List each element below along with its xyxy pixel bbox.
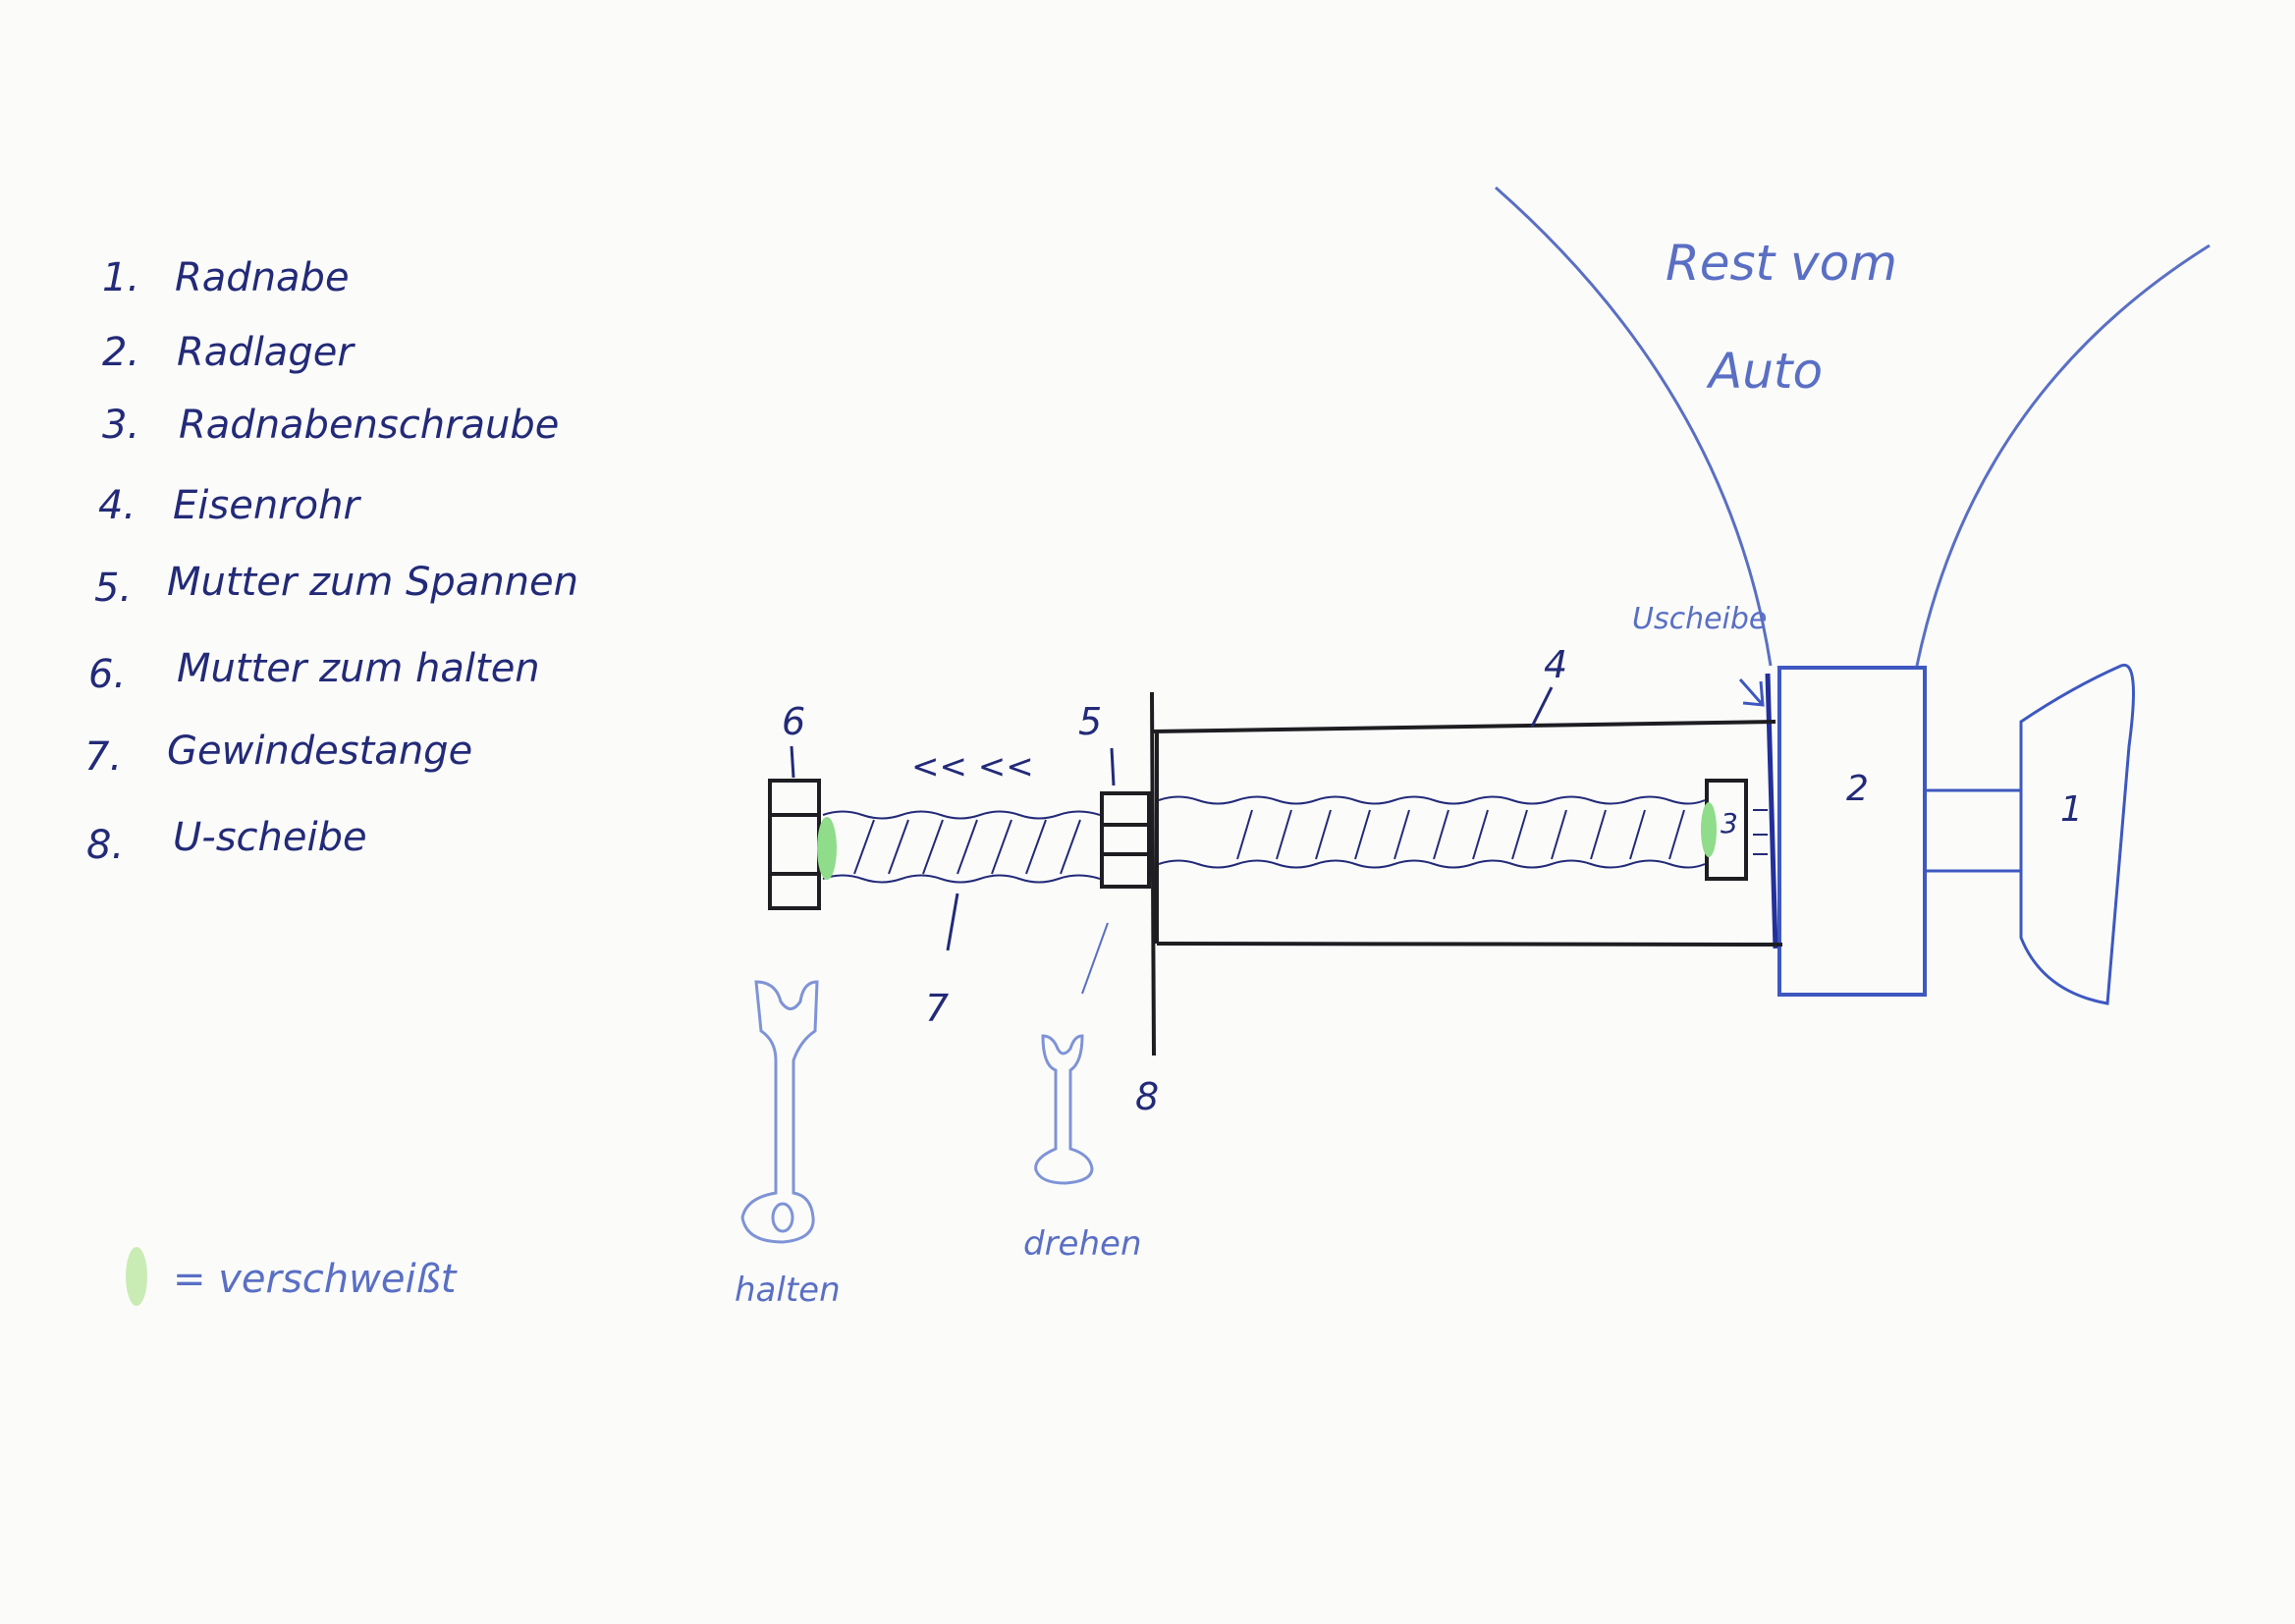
legend-num-8: 8. — [86, 823, 124, 868]
washer-note-arrow-icon — [1738, 678, 1765, 707]
legend-label-7: Gewindestange — [167, 729, 472, 774]
part-6-leader — [790, 745, 795, 779]
part-label-3: 3 — [1721, 807, 1738, 839]
part-label-2: 2 — [1846, 769, 1869, 809]
u-washer — [1150, 691, 1156, 1056]
legend-num-1: 1. — [102, 255, 139, 300]
weld-mark-6 — [817, 817, 837, 880]
threaded-rod-inner — [1158, 795, 1706, 869]
legend-label-2: Radlager — [177, 330, 355, 375]
wrench-hold-ring — [771, 1202, 794, 1233]
legend-num-7: 7. — [84, 734, 122, 780]
weld-swatch — [126, 1247, 147, 1306]
legend-label-4: Eisenrohr — [173, 483, 361, 528]
legend-label-8: U-scheibe — [173, 815, 367, 860]
legend-num-2: 2. — [102, 330, 139, 375]
legend-num-3: 3. — [102, 403, 139, 448]
direction-arrows: << << — [911, 747, 1034, 786]
wrench-hold-label: halten — [735, 1271, 841, 1310]
part-label-5: 5 — [1078, 700, 1102, 743]
part-label-7: 7 — [925, 987, 949, 1030]
wrench-turn-icon — [1034, 1034, 1094, 1185]
turn-pointer — [1081, 922, 1109, 995]
car-label-line2: Auto — [1706, 343, 1823, 400]
bearing-washer — [1765, 673, 1778, 949]
legend-num-6: 6. — [88, 652, 126, 697]
part-4-leader — [1530, 686, 1554, 728]
weld-legend-label: = verschweißt — [173, 1257, 458, 1302]
part-label-4: 4 — [1544, 643, 1567, 686]
part-label-6: 6 — [782, 700, 805, 743]
part-label-1: 1 — [2060, 789, 2083, 830]
part-label-8: 8 — [1135, 1075, 1159, 1118]
washer-note: Uscheibe — [1632, 602, 1767, 636]
part-5-leader — [1110, 747, 1116, 786]
car-label-line1: Rest vom — [1666, 235, 1897, 292]
wrench-turn-label: drehen — [1023, 1224, 1142, 1264]
part-7-leader — [946, 893, 959, 951]
car-body-left-curve — [1495, 186, 1773, 667]
threaded-rod-outer — [822, 810, 1101, 884]
car-body-right-curve — [1915, 244, 2211, 667]
legend-num-4: 4. — [98, 483, 136, 528]
legend-num-5: 5. — [94, 566, 132, 611]
legend-label-3: Radnabenschraube — [179, 403, 559, 448]
legend-label-5: Mutter zum Spannen — [167, 560, 578, 605]
holding-nut — [768, 779, 821, 910]
screw-thread-detail — [1753, 809, 1768, 855]
wheel-bearing — [1777, 666, 1927, 997]
iron-tube — [1153, 720, 1783, 947]
parts-legend: 1. Radnabe 2. Radlager 3. Radnabenschrau… — [84, 255, 578, 868]
weld-mark-3 — [1701, 802, 1717, 857]
legend-label-6: Mutter zum halten — [177, 646, 540, 691]
wrench-hold-icon — [740, 980, 819, 1244]
wheel-hub — [2019, 663, 2135, 1005]
legend-label-1: Radnabe — [175, 255, 350, 300]
tension-nut — [1100, 791, 1151, 889]
